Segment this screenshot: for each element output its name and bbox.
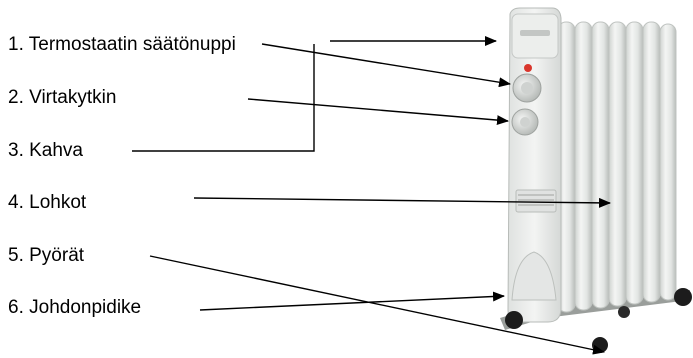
label-power-switch: 2. Virtakytkin [8, 87, 116, 108]
arrow-wheels [149, 255, 605, 355]
leader-lines [132, 36, 611, 355]
heater-fins [557, 21, 677, 313]
label-cord-holder: 6. Johdonpidike [8, 297, 141, 318]
label-wheels: 5. Pyörät [8, 245, 85, 266]
arrow-sections [193, 197, 611, 208]
indicator-light [524, 64, 532, 72]
cord-holder [511, 251, 557, 301]
wheel-front-left [505, 311, 523, 329]
vent-grille [515, 189, 557, 213]
wheel-back-left [618, 306, 630, 318]
leader-handle [132, 44, 315, 152]
label-thermostat-knob: 1. Termostaatin säätönuppi [8, 34, 236, 55]
arrow-cord-holder [199, 291, 505, 311]
heater-image [500, 7, 692, 353]
arrow-power-switch [247, 98, 509, 126]
wheel-back-right [674, 288, 692, 306]
arrow-thermostat-to-knob [261, 43, 511, 88]
label-handle: 3. Kahva [8, 140, 83, 161]
label-sections: 4. Lohkot [8, 192, 87, 213]
